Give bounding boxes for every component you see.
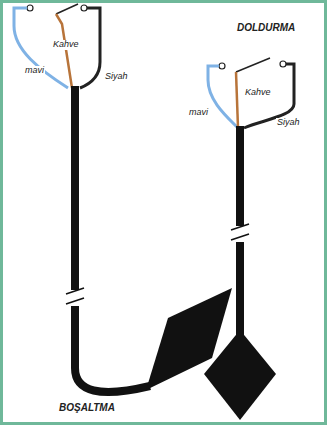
terminal xyxy=(219,63,225,69)
brown-wire xyxy=(236,72,238,128)
wire-label: Siyah xyxy=(104,72,129,82)
wire-label: mavi xyxy=(188,108,209,118)
brown-wire xyxy=(56,14,72,88)
terminal xyxy=(27,5,33,11)
float xyxy=(204,330,276,420)
right-probe xyxy=(204,58,294,420)
wire-label: Kahve xyxy=(244,88,272,98)
wire-label: Siyah xyxy=(276,118,301,128)
switch-contact xyxy=(56,4,78,14)
break-mark xyxy=(66,288,84,294)
probe-title: DOLDURMA xyxy=(236,22,296,33)
black-wire xyxy=(80,8,100,88)
cable xyxy=(236,242,244,336)
cable xyxy=(75,306,150,392)
wire-label: Kahve xyxy=(52,40,80,50)
switch-contact xyxy=(236,58,270,72)
wire-label: mavi xyxy=(24,66,45,76)
terminal xyxy=(81,5,87,11)
cable xyxy=(71,86,79,290)
probe-title: BOŞALTMA xyxy=(58,402,116,413)
break-mark xyxy=(231,234,249,240)
left-probe xyxy=(14,4,232,392)
cable xyxy=(236,126,244,226)
terminal xyxy=(280,61,286,67)
break-mark xyxy=(231,224,249,230)
break-mark xyxy=(66,298,84,304)
blue-wire xyxy=(208,66,238,128)
